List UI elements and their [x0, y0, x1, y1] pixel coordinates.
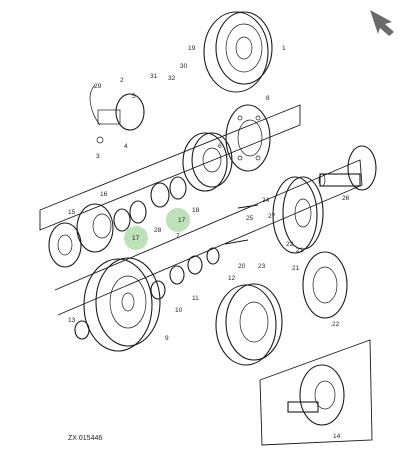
callout-27: 27: [268, 213, 276, 220]
callout-17: 17: [178, 217, 186, 224]
callout-25: 25: [246, 215, 254, 222]
callout-10: 10: [175, 307, 183, 314]
hub-part-16: [76, 203, 114, 253]
callout-29: 29: [94, 83, 102, 90]
top-group-frame: [39, 104, 301, 231]
washers: [150, 247, 220, 300]
callout-20: 20: [238, 263, 246, 270]
arrow-up-left-icon: [370, 10, 394, 36]
callout-9: 9: [165, 335, 169, 342]
callout-5: 5: [132, 93, 136, 100]
callout-22: 22: [286, 241, 294, 248]
pulley-part-21: [272, 176, 324, 254]
sensor-assembly: [89, 84, 145, 144]
ring-part-13: [74, 320, 90, 340]
pulley-part-1: [203, 11, 273, 93]
pulley-part-20: [215, 283, 283, 366]
pulley-part-9: [83, 257, 161, 352]
callout-21: 21: [296, 247, 304, 254]
callout-21: 21: [292, 265, 300, 272]
shaft-part-26: [318, 145, 377, 191]
callout-28: 28: [154, 227, 162, 234]
callout-24: 24: [262, 197, 270, 204]
callout-16: 16: [100, 191, 108, 198]
callout-30: 30: [180, 63, 188, 70]
callout-11: 11: [192, 295, 199, 302]
callout-22: 22: [332, 321, 340, 328]
shaft-pulley-part-14: [287, 364, 345, 426]
callout-19: 19: [188, 45, 196, 52]
bottom-frame: [259, 339, 373, 446]
callout-18: 18: [192, 207, 200, 214]
flange-part-8: [225, 104, 271, 172]
pulley-part-23: [302, 251, 348, 319]
bearing-part-28: [129, 200, 147, 224]
bearing-part-17a: [113, 208, 148, 250]
callout-8: 8: [266, 95, 270, 102]
callout-13: 13: [68, 317, 76, 324]
callout-31: 31: [150, 73, 158, 80]
diagram-reference-code: ZX 015446: [68, 435, 102, 442]
callout-17: 17: [132, 235, 140, 242]
callout-32: 32: [168, 75, 176, 82]
callout-12: 12: [228, 275, 236, 282]
callout-1: 1: [282, 45, 286, 52]
callout-2: 2: [120, 77, 124, 84]
callout-3: 3: [96, 153, 100, 160]
callout-14: 14: [333, 433, 341, 440]
plate-part-15: [48, 222, 82, 268]
callout-26: 26: [342, 195, 350, 202]
callout-4: 4: [124, 143, 128, 150]
pulley-part-6: [182, 132, 233, 192]
callout-7: 7: [176, 233, 180, 240]
bearing-part-17b: [150, 176, 190, 232]
callout-15: 15: [68, 209, 76, 216]
middle-group-frame: [54, 159, 363, 316]
bolts: [224, 204, 259, 245]
callout-23: 23: [258, 263, 266, 270]
callout-6: 6: [218, 143, 222, 150]
